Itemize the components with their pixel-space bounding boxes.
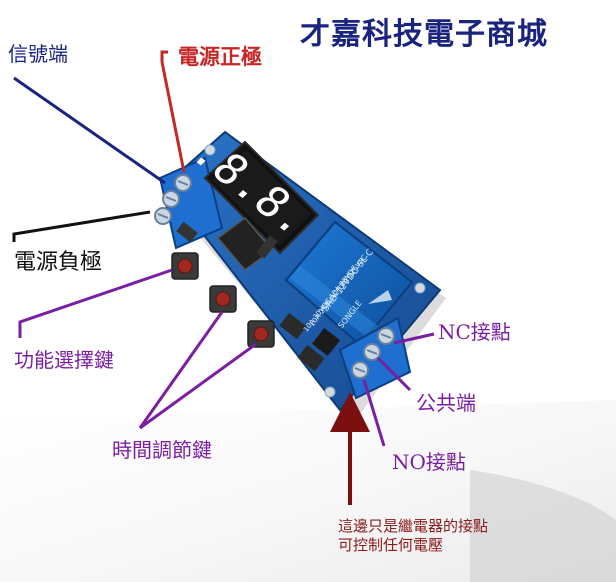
nc-pointer: [393, 332, 435, 345]
relay-note-line-1: 這邊只是繼電器的接點: [338, 517, 489, 535]
signal-pointer: [13, 76, 166, 185]
function-button-label: 功能選擇鍵: [14, 348, 114, 372]
common-pointer: [376, 356, 412, 392]
power-negative-label: 電源負極: [14, 250, 103, 275]
no-contact-label: NO接點: [392, 450, 466, 474]
function-select-button[interactable]: [171, 252, 199, 280]
relay: SRD-12VDC-SL-C 10A 250VAC 10A 125VAC 10A…: [284, 220, 414, 347]
power-negative-pointer: [12, 210, 151, 242]
function-button-pointer: [18, 268, 173, 338]
microcontroller-chip: [216, 216, 274, 272]
common-label: 公共端: [416, 391, 476, 415]
power-positive-label: 電源正極: [178, 44, 262, 69]
time-buttons-pointer: [138, 311, 257, 430]
signal-label: 信號端: [8, 42, 68, 66]
relay-note-line-2: 可控制任何電壓: [338, 536, 444, 554]
time-down-button[interactable]: [247, 320, 275, 348]
no-pointer: [362, 379, 386, 447]
page-title: 才嘉科技電子商城: [300, 17, 548, 52]
time-up-button[interactable]: [209, 285, 237, 313]
nc-contact-label: NC接點: [438, 320, 511, 344]
output-terminal-block: [338, 316, 412, 400]
relay-note: 這邊只是繼電器的接點 可控制任何電壓: [338, 517, 488, 555]
power-positive-pointer: [160, 50, 186, 173]
time-buttons-label: 時間調節鍵: [112, 438, 212, 462]
